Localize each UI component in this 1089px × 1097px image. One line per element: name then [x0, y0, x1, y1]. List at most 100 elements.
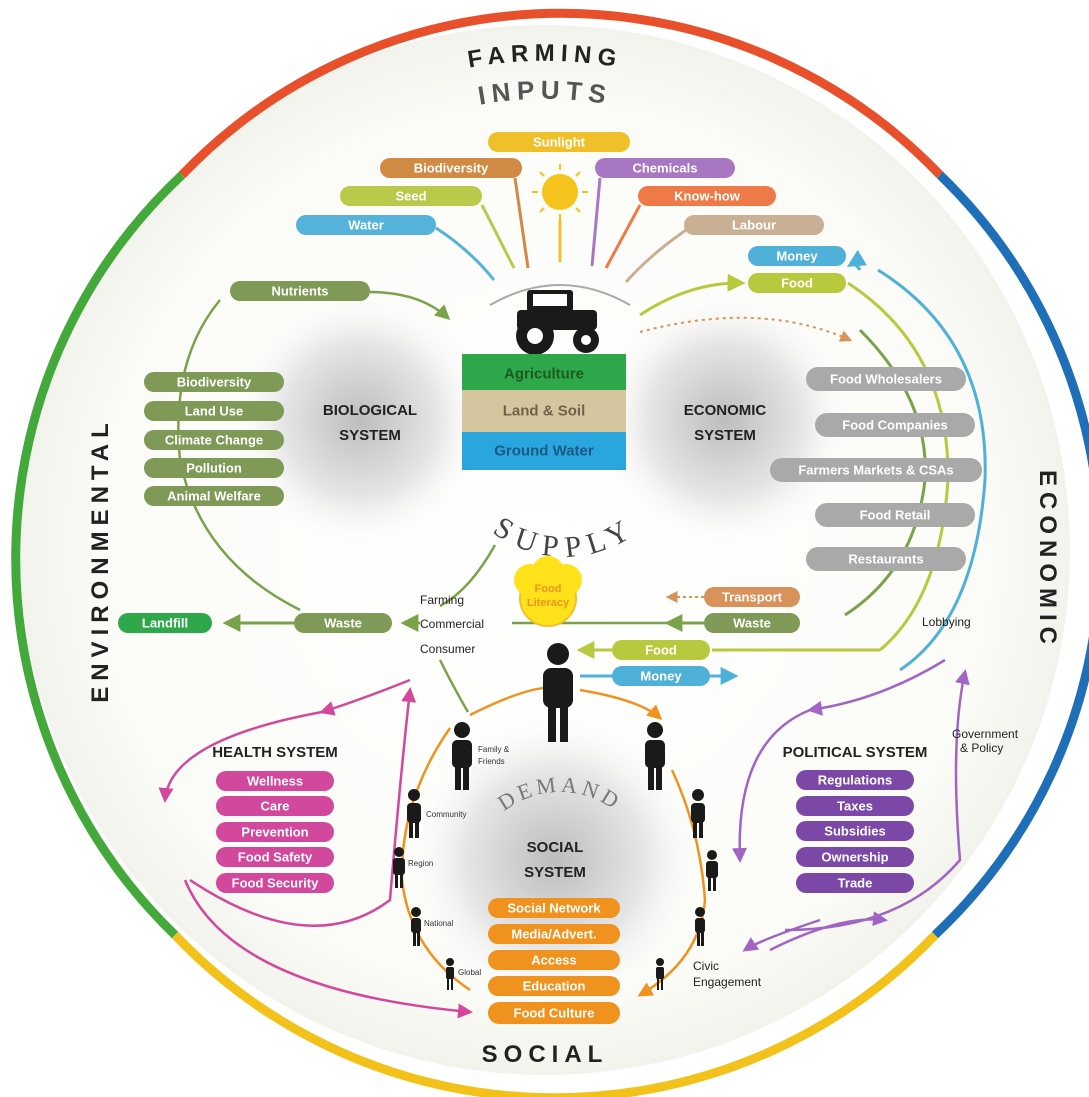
- consumer-label: Consumer: [420, 642, 475, 656]
- food-top-pill: [748, 273, 846, 293]
- economic-title-1: ECONOMIC: [684, 402, 767, 419]
- person-family-right-icon: [645, 722, 665, 790]
- land-layers: Agriculture Land & Soil Ground Water: [462, 354, 626, 470]
- pol-item-trade: Trade: [838, 876, 873, 891]
- econ-item-food-companies: Food Companies: [842, 418, 947, 433]
- health-title: HEALTH SYSTEM: [212, 744, 338, 761]
- input-biodiversity-label: Biodiversity: [414, 161, 489, 176]
- person-region-right-icon: [706, 850, 718, 891]
- input-biodiversity-pill: [380, 158, 522, 178]
- arrow-dotted-distribution: [639, 316, 853, 342]
- farming-label: Farming: [420, 593, 464, 607]
- health-item-care: Care: [261, 799, 290, 814]
- family-label: Family &: [478, 745, 510, 754]
- ring-social-arc: [171, 931, 939, 1097]
- person-national-right-icon: [695, 907, 705, 946]
- arrow-food-out: [639, 273, 746, 317]
- political-title: POLITICAL SYSTEM: [783, 744, 928, 761]
- friends-label: Friends: [478, 757, 505, 766]
- pol-item-regulations: Regulations: [818, 773, 892, 788]
- health-loop-right: [189, 687, 417, 927]
- social-item-access: Access: [531, 953, 577, 968]
- person-community-icon: [407, 789, 421, 838]
- consumer-waste-line: [438, 659, 470, 713]
- person-global-right-icon: [656, 958, 664, 990]
- econ-food-pill: [612, 640, 710, 660]
- arrow-knowhow: [604, 204, 642, 269]
- commercial-label: Commercial: [420, 617, 484, 631]
- transport-label: Transport: [722, 590, 783, 605]
- waste-label: Waste: [324, 616, 362, 631]
- ring-environmental-arc: [11, 171, 186, 939]
- political-to-civic: [742, 918, 821, 952]
- person-global-icon: [446, 958, 454, 990]
- input-chemicals-pill: [595, 158, 735, 178]
- government-label: Government: [952, 727, 1019, 741]
- food-literacy-label-1: Food: [535, 583, 562, 595]
- sun-icon: [532, 164, 588, 220]
- farming-waste-line: [439, 544, 497, 608]
- civic-label: Civic: [693, 959, 719, 973]
- input-labour-pill: [684, 215, 824, 235]
- person-community-right-icon: [691, 789, 705, 838]
- nutrients-pill: [230, 281, 370, 301]
- land-soil-label: Land & Soil: [503, 403, 586, 420]
- arrow-nutrients: [369, 290, 451, 321]
- engagement-label: Engagement: [693, 975, 762, 989]
- input-chemicals-label: Chemicals: [632, 161, 697, 176]
- person-family-icon: [452, 722, 472, 790]
- political-loop-right: [784, 669, 970, 932]
- health-loop-top: [158, 710, 323, 803]
- input-sunlight-pill: [488, 132, 630, 152]
- social-item-education: Education: [523, 979, 586, 994]
- econ-money-label: Money: [640, 669, 682, 684]
- political-loop-left: [732, 708, 811, 863]
- bio-item-animal-welfare: Animal Welfare: [167, 489, 261, 504]
- person-national-icon: [411, 907, 421, 946]
- arrow-water: [435, 226, 496, 281]
- ground-water-label: Ground Water: [494, 443, 594, 460]
- arrow-biodiversity: [513, 177, 530, 269]
- social-item-food-culture: Food Culture: [514, 1006, 595, 1021]
- policy-label: & Policy: [960, 741, 1003, 755]
- econ-item-wholesalers: Food Wholesalers: [830, 372, 942, 387]
- input-seed-pill: [340, 186, 482, 206]
- agriculture-label: Agriculture: [504, 366, 584, 383]
- pol-item-subsidies: Subsidies: [824, 824, 885, 839]
- region-label: Region: [408, 859, 433, 868]
- econ-money-pill: [612, 666, 710, 686]
- social-blob: [405, 710, 705, 1010]
- input-knowhow-label: Know-how: [674, 189, 741, 204]
- econ-item-food-retail: Food Retail: [860, 508, 931, 523]
- ring-economic-arc: [931, 171, 1089, 939]
- ring-title-social: SOCIAL: [482, 1041, 609, 1068]
- lobbying-label: Lobbying: [922, 615, 971, 629]
- food-literacy-cloud: Food Literacy: [514, 556, 582, 627]
- civic-to-political: [769, 911, 888, 952]
- ring-title-environmental: ENVIRONMENTAL: [87, 417, 114, 703]
- person-consumer-icon: [543, 643, 573, 742]
- national-label: National: [424, 919, 454, 928]
- input-labour-label: Labour: [732, 218, 776, 233]
- tractor-arc: [489, 284, 631, 306]
- health-to-social: [183, 879, 473, 1019]
- waste-pill: [294, 613, 392, 633]
- econ-waste-pill: [704, 613, 800, 633]
- ring-title-inputs: INPUTS: [476, 75, 614, 111]
- arrow-money-in: [846, 249, 867, 271]
- health-item-prevention: Prevention: [241, 825, 308, 840]
- tractor-icon: [516, 290, 599, 355]
- landfill-label: Landfill: [142, 616, 188, 631]
- person-region-icon: [393, 847, 405, 888]
- bio-item-pollution: Pollution: [186, 461, 242, 476]
- health-items: Wellness Care Prevention Food Safety Foo…: [216, 771, 334, 893]
- bio-item-climate-change: Climate Change: [165, 433, 263, 448]
- money-loop-outer: [877, 268, 987, 672]
- arrow-health-in: [319, 678, 411, 716]
- bio-item-land-use: Land Use: [185, 404, 244, 419]
- economic-title-2: SYSTEM: [694, 427, 756, 444]
- pol-item-taxes: Taxes: [837, 799, 873, 814]
- global-label: Global: [458, 968, 481, 977]
